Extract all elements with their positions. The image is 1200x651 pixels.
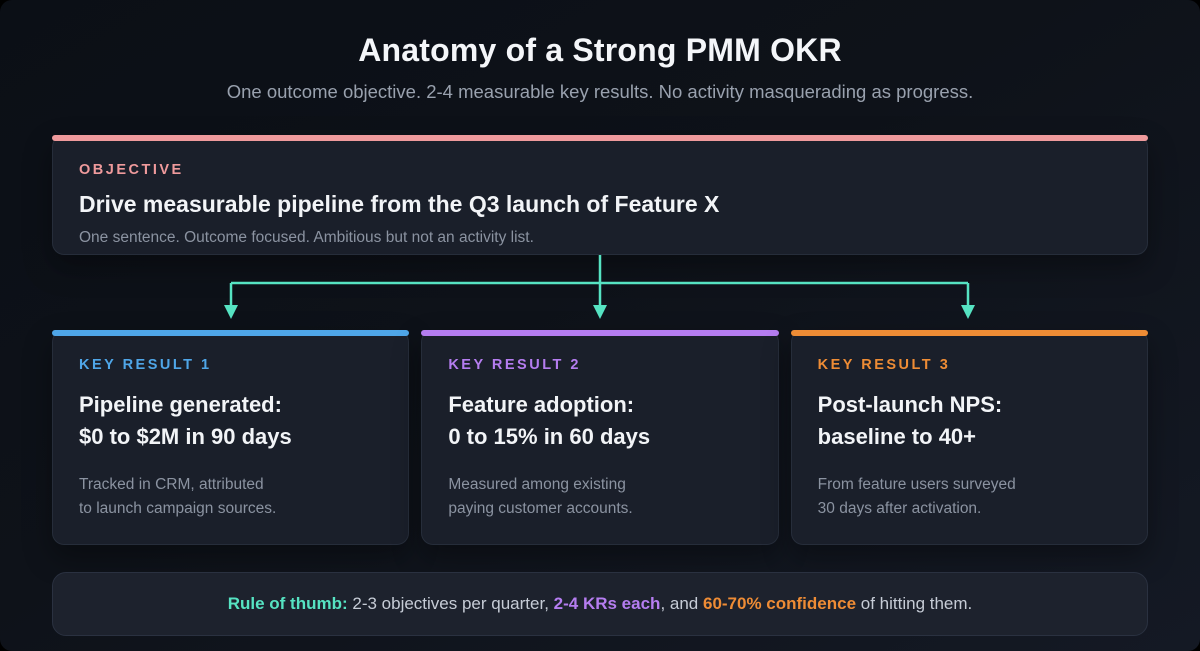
flow-connector [224, 255, 975, 319]
key-result-1-note: Tracked in CRM, attributed to launch cam… [79, 476, 277, 517]
key-result-3-title: Post-launch NPS: baseline to 40+ [817, 392, 1003, 449]
key-result-3-note: From feature users surveyed 30 days afte… [817, 476, 1016, 517]
objective-accent-bar [52, 135, 1148, 141]
page-title: Anatomy of a Strong PMM OKR [358, 32, 842, 68]
objective-title: Drive measurable pipeline from the Q3 la… [79, 191, 720, 217]
key-results-row: KEY RESULT 1 Pipeline generated: $0 to $… [52, 330, 1148, 545]
key-result-3-accent-bar [790, 330, 1148, 336]
key-result-2-accent-bar [421, 330, 779, 336]
key-result-3-label: KEY RESULT 3 [817, 357, 951, 373]
objective-card: OBJECTIVE Drive measurable pipeline from… [52, 135, 1148, 255]
key-result-2-title: Feature adoption: 0 to 15% in 60 days [448, 392, 651, 449]
key-result-2-note: Measured among existing paying customer … [448, 476, 633, 517]
key-result-card-3: KEY RESULT 3 Post-launch NPS: baseline t… [790, 330, 1148, 545]
arrow-down-icon [961, 305, 975, 319]
rule-of-thumb-bar: Rule of thumb: 2-3 objectives per quarte… [52, 572, 1148, 636]
arrow-down-icon [224, 305, 238, 319]
key-result-card-2: KEY RESULT 2 Feature adoption: 0 to 15% … [421, 330, 779, 545]
key-result-1-title: Pipeline generated: $0 to $2M in 90 days [79, 392, 292, 449]
rule-of-thumb-confidence-highlight: 60-70% confidence [702, 594, 857, 613]
key-result-2-label: KEY RESULT 2 [448, 357, 581, 373]
page-subtitle: One outcome objective. 2-4 measurable ke… [226, 81, 974, 102]
arrow-down-icon [593, 305, 607, 319]
rule-of-thumb-krs-highlight: 2-4 KRs each [553, 594, 661, 613]
rule-of-thumb-lead: Rule of thumb: [227, 594, 348, 613]
rule-of-thumb-part2: , and [660, 594, 703, 613]
objective-note: One sentence. Outcome focused. Ambitious… [79, 229, 534, 246]
header: Anatomy of a Strong PMM OKR One outcome … [0, 32, 1200, 103]
key-result-card-1: KEY RESULT 1 Pipeline generated: $0 to $… [52, 330, 410, 545]
rule-of-thumb-part1: 2-3 objectives per quarter, [347, 594, 554, 613]
key-result-1-label: KEY RESULT 1 [79, 357, 212, 373]
objective-label: OBJECTIVE [79, 162, 184, 178]
rule-of-thumb-text: Rule of thumb: 2-3 objectives per quarte… [228, 594, 973, 614]
key-result-1-accent-bar [52, 330, 410, 336]
rule-of-thumb-part3: of hitting them. [856, 594, 973, 613]
